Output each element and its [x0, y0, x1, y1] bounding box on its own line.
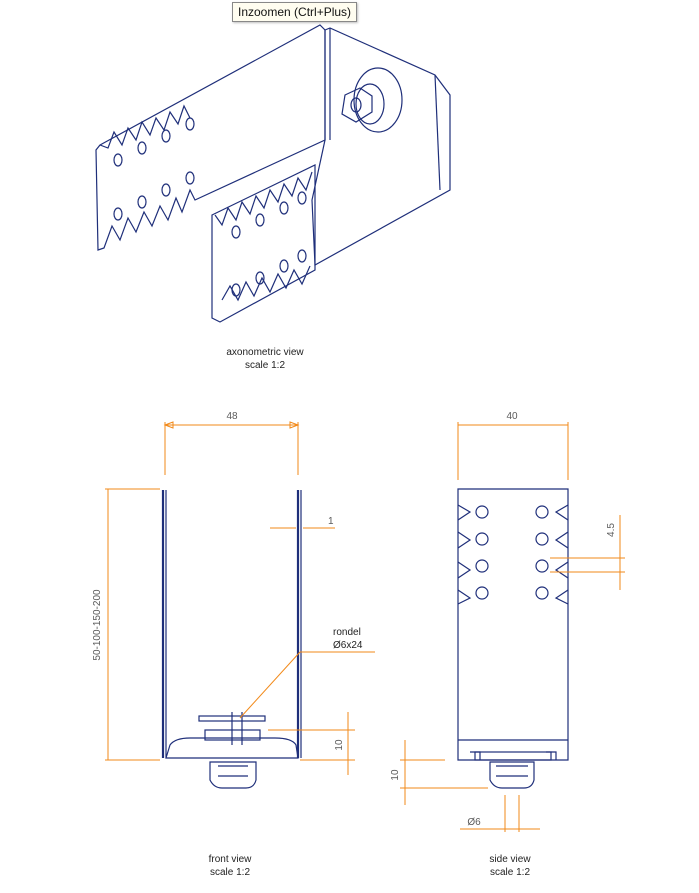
rondel-name: rondel: [333, 627, 361, 638]
axonometric-front-plate-teeth-bottom: [221, 265, 311, 302]
front-width-label: 48: [226, 411, 238, 422]
front-width-dimension: [163, 421, 300, 475]
front-height-label: 50-100-150-200: [92, 589, 103, 661]
axonometric-front-plate-teeth: [214, 171, 313, 227]
front-view: [105, 421, 375, 789]
front-caption: front view scale 1:2: [180, 853, 280, 879]
side-base-label: 10: [390, 769, 401, 781]
zoom-tooltip: Inzoomen (Ctrl+Plus): [232, 2, 358, 22]
axonometric-caption: axonometric view scale 1:2: [200, 346, 330, 372]
front-thickness-label: 1: [328, 516, 334, 527]
rondel-leader: [239, 651, 375, 719]
side-scale: scale 1:2: [489, 867, 531, 878]
side-pin-dimension: [460, 795, 540, 832]
rondel-size: Ø6x24: [333, 640, 363, 651]
front-base: [165, 737, 299, 759]
side-left-teeth: [457, 504, 472, 605]
side-pin-label: Ø6: [467, 817, 481, 828]
axonometric-front-holes: [231, 191, 307, 297]
front-base-dimension: [268, 712, 355, 775]
side-title: side view: [489, 854, 531, 865]
side-nut: [474, 751, 552, 761]
side-caption: side view scale 1:2: [460, 853, 560, 879]
front-title: front view: [208, 854, 252, 865]
axonometric-fold-line-2: [434, 74, 441, 191]
side-right-teeth: [554, 504, 569, 605]
side-view: [400, 422, 625, 832]
side-outline: [457, 488, 569, 761]
side-holes: [475, 505, 549, 600]
front-height-dimension: [105, 488, 160, 761]
front-base-label: 10: [334, 739, 345, 751]
side-stud: [489, 761, 535, 789]
axonometric-view: [95, 24, 451, 323]
side-base-dimension: [400, 740, 488, 805]
axonometric-back-plate-teeth-top: [99, 104, 191, 149]
side-pitch-dimension: [550, 515, 625, 590]
axonometric-title: axonometric view: [226, 347, 304, 358]
axonometric-rondel: [341, 67, 403, 133]
front-stud: [209, 761, 257, 789]
axonometric-front-plate: [211, 164, 316, 323]
axonometric-back-plate: [95, 24, 326, 251]
side-pitch-label: 4.5: [606, 523, 617, 537]
axonometric-scale: scale 1:2: [244, 360, 286, 371]
rondel-callout: rondel Ø6x24: [333, 626, 362, 652]
front-scale: scale 1:2: [209, 867, 251, 878]
side-width-dimension: [457, 422, 569, 480]
axonometric-side-wall: [311, 27, 451, 266]
side-width-label: 40: [506, 411, 518, 422]
axonometric-back-holes: [113, 117, 195, 221]
